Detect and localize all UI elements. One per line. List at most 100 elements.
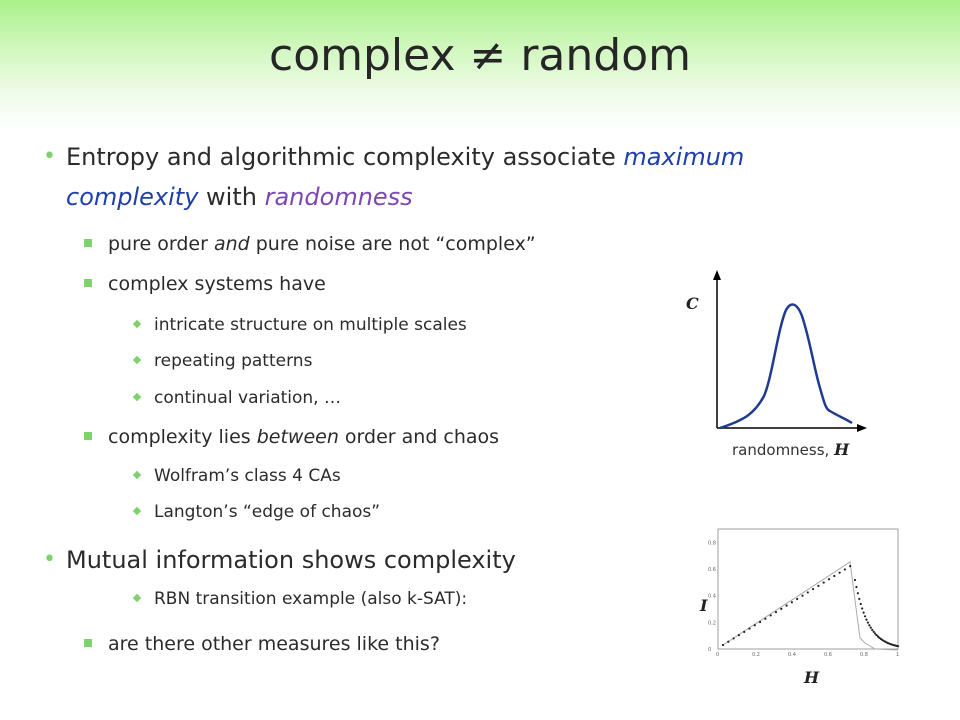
mi-point	[869, 626, 872, 629]
bullet-dot-icon: •	[43, 547, 56, 572]
mi-point	[843, 568, 846, 571]
text-segment: Wolfram’s class 4 CAs	[154, 466, 341, 486]
subbullet-pure-order: pure order and pure noise are not “compl…	[84, 230, 536, 258]
y-tick-label: 0.8	[708, 540, 716, 546]
x-tick-label: 0.6	[824, 652, 832, 658]
diamond-bullet-icon	[132, 355, 142, 365]
text-segment: RBN transition example (also k-SAT):	[154, 589, 468, 609]
text-segment: pure order	[108, 233, 214, 255]
emphasis-randomness: randomness	[264, 183, 413, 211]
text-segment: complex systems have	[108, 273, 326, 295]
title-band	[0, 0, 960, 130]
x-tick-label: 1	[896, 652, 899, 658]
x-label-text: randomness,	[732, 441, 830, 459]
mi-point	[833, 574, 836, 578]
subbullet-other-measures: are there other measures like this?	[84, 630, 440, 658]
mi-point	[866, 621, 869, 624]
text-segment: intricate structure on multiple scales	[154, 315, 467, 335]
mi-point	[875, 633, 878, 637]
mi-reference-line	[722, 561, 899, 651]
mi-point	[849, 565, 852, 568]
mi-point	[872, 630, 875, 633]
mi-point	[861, 607, 864, 610]
subsubbullet-rbn: RBN transition example (also k-SAT):	[132, 586, 468, 612]
y-axis-arrow-icon	[713, 270, 721, 280]
text-segment: continual variation, …	[154, 388, 341, 408]
bullet-dot-icon: •	[43, 144, 56, 169]
x-axis-arrow-icon	[857, 424, 867, 432]
mi-point	[868, 624, 871, 627]
x-tick-label: 0.4	[788, 652, 796, 658]
mi-point	[796, 597, 799, 601]
y-tick-label: 0.6	[708, 567, 716, 573]
square-bullet-icon	[84, 639, 92, 647]
plot-frame	[717, 528, 899, 650]
mi-point	[853, 578, 857, 582]
mi-point	[801, 594, 804, 597]
text-segment: Langton’s “edge of chaos”	[154, 502, 381, 522]
mi-point	[721, 643, 725, 647]
mi-point	[862, 611, 865, 614]
mi-point	[865, 618, 868, 621]
mi-point	[859, 602, 862, 606]
mi-point	[764, 617, 767, 620]
mi-point	[737, 634, 740, 637]
mi-point	[858, 597, 861, 600]
bullet-entropy-line1: Entropy and algorithmic complexity assoc…	[66, 138, 744, 176]
diamond-bullet-icon	[132, 319, 142, 329]
mi-point	[871, 628, 874, 631]
bullet-entropy-line2: complexity with randomness	[66, 178, 413, 216]
diamond-bullet-icon	[132, 392, 142, 402]
diamond-bullet-icon	[132, 470, 142, 480]
complexity-curve-figure	[713, 270, 867, 432]
x-tick-label: 0	[716, 652, 719, 658]
mi-point	[896, 645, 900, 648]
mi-point	[812, 588, 815, 591]
mi-point	[732, 637, 735, 640]
figure2-x-label: H	[804, 668, 820, 687]
mi-point	[822, 581, 825, 584]
diamond-bullet-icon	[132, 506, 142, 516]
emphasis-between: between	[256, 426, 339, 448]
mi-point	[873, 632, 877, 635]
mi-point	[855, 585, 858, 589]
mi-point	[838, 571, 841, 574]
mi-point	[785, 604, 788, 607]
mi-point	[748, 627, 751, 630]
figure1-y-label: C	[686, 294, 699, 313]
subbullet-between: complexity lies between order and chaos	[84, 423, 499, 451]
subsubbullet-wolfram: Wolfram’s class 4 CAs	[132, 463, 341, 489]
x-tick-label: 0.8	[860, 652, 868, 658]
square-bullet-icon	[84, 239, 92, 247]
mi-data-points	[721, 565, 900, 648]
x-label-symbol: H	[834, 440, 850, 459]
square-bullet-icon	[84, 432, 92, 440]
text-segment: are there other measures like this?	[108, 633, 440, 655]
text-segment: order and chaos	[338, 426, 500, 448]
mi-point	[817, 584, 820, 587]
mi-point	[753, 624, 756, 627]
subbullet-complex-systems: complex systems have	[84, 270, 326, 298]
subsubbullet-variation: continual variation, …	[132, 385, 341, 411]
mi-point	[727, 640, 730, 643]
subsubbullet-langton: Langton’s “edge of chaos”	[132, 499, 381, 525]
figure1-x-label: randomness, H	[732, 440, 849, 459]
figure2-y-label: I	[700, 596, 708, 615]
slide-title: complex ≠ random	[269, 30, 691, 81]
mi-point	[856, 592, 859, 595]
mi-point	[774, 611, 778, 614]
complexity-curve-line	[719, 303, 853, 430]
x-tick-label: 0.2	[752, 652, 760, 658]
mi-point	[743, 630, 746, 633]
mi-point	[769, 614, 772, 617]
emphasis-complexity: complexity	[66, 183, 199, 211]
diamond-bullet-icon	[132, 593, 142, 603]
y-tick-label: 0.4	[708, 594, 716, 600]
mi-point	[827, 578, 831, 581]
emphasis-maximum: maximum	[623, 143, 745, 171]
mi-point	[790, 601, 793, 604]
square-bullet-icon	[84, 279, 92, 287]
subsubbullet-repeating: repeating patterns	[132, 348, 312, 374]
